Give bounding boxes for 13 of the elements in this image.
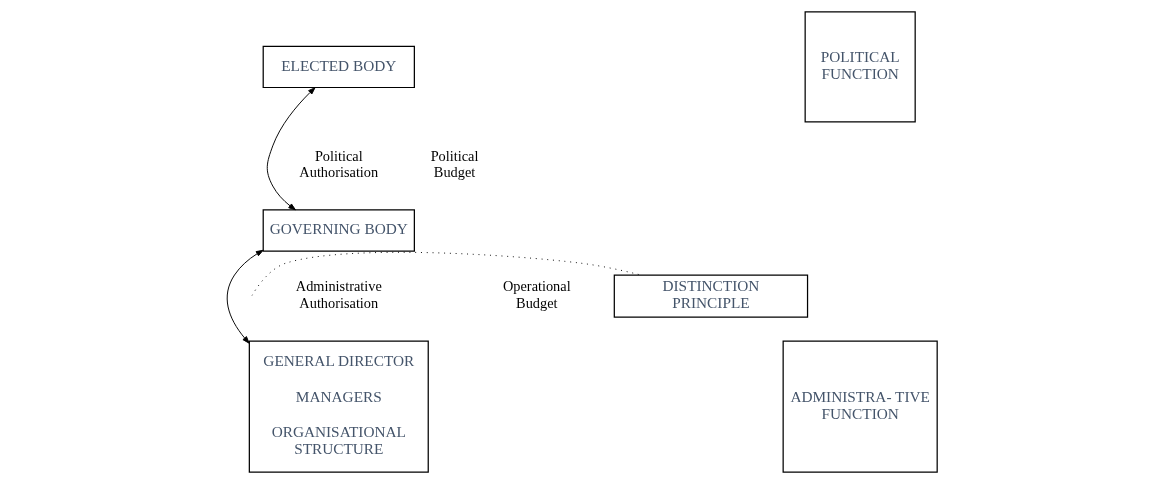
node-box: GENERAL DIRECTOR MANAGERS ORGANISATIONAL STRUCTURE	[248, 340, 429, 473]
node-box: POLITICAL FUNCTION	[804, 11, 916, 123]
node-box: DISTINCTION PRINCIPLE	[613, 274, 808, 318]
label: Political Authorisation	[298, 148, 378, 181]
arrow	[266, 87, 315, 211]
connector	[251, 251, 641, 296]
label: Operational Budget	[502, 278, 571, 311]
label: Administrative Authorisation	[295, 278, 382, 311]
label: Political Budget	[430, 148, 478, 181]
arrow	[226, 249, 264, 344]
node-box: GOVERNING BODY	[262, 209, 415, 252]
node-box: ADMINISTRA- TIVE FUNCTION	[782, 340, 938, 473]
node-box: ELECTED BODY	[262, 45, 415, 89]
